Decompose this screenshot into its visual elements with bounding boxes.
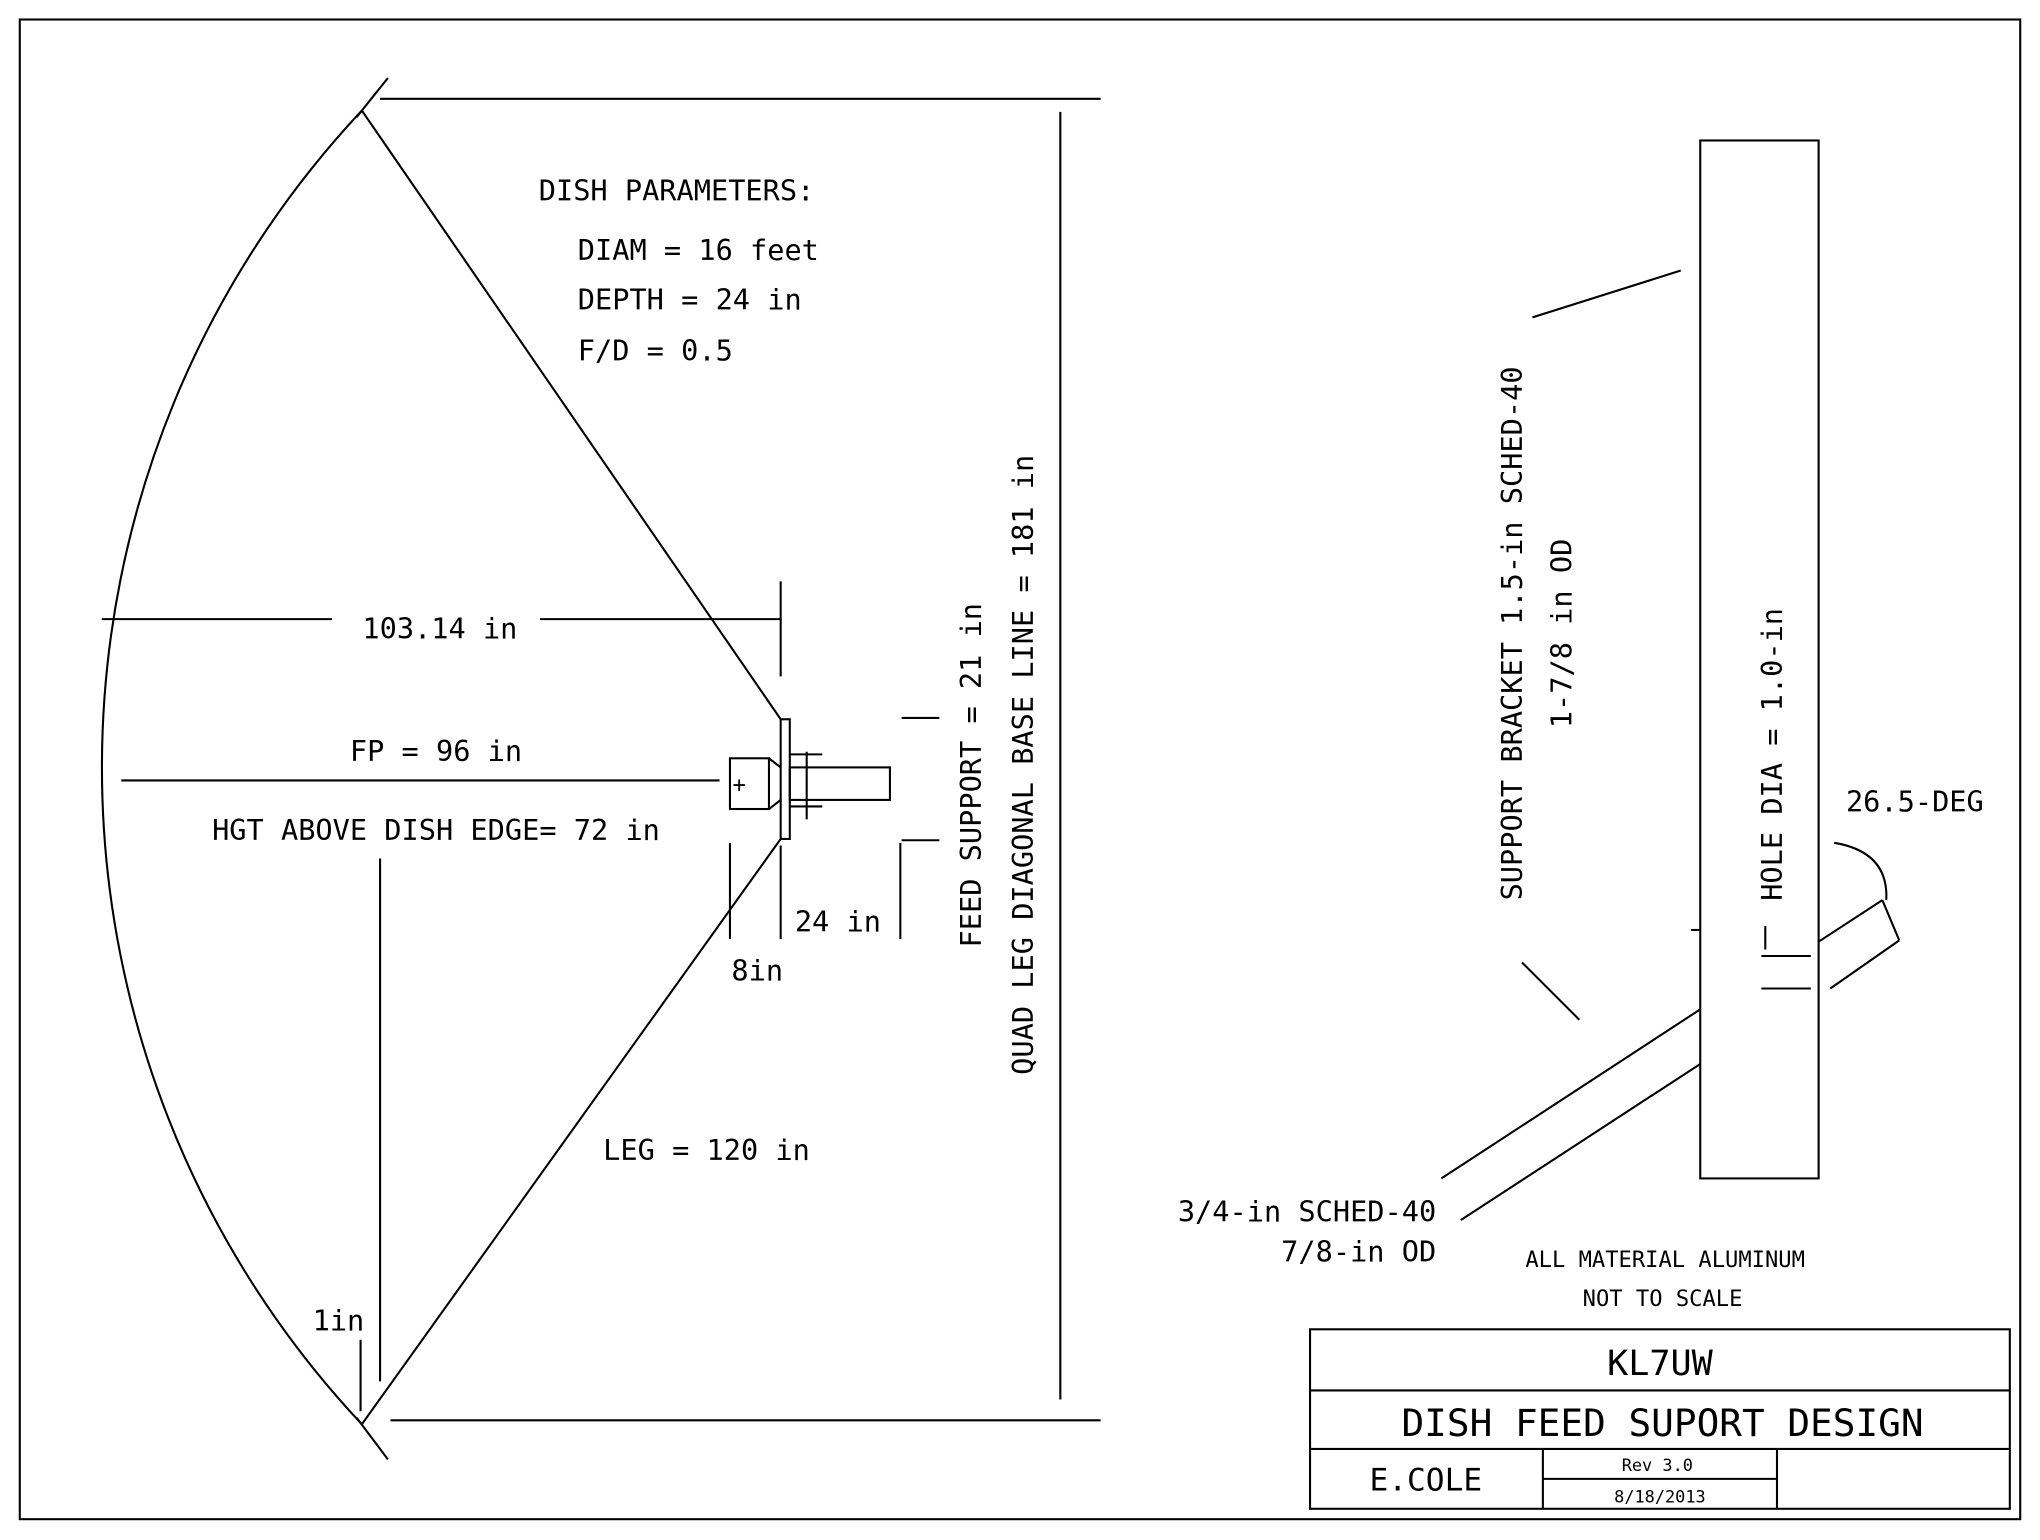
dim-one-in: 1in (313, 1304, 365, 1338)
sheet-border (18, 18, 2022, 1521)
label-pipe-od: 7/8-in OD (1281, 1235, 1436, 1269)
note-material: ALL MATERIAL ALUMINUM (1525, 1247, 1805, 1273)
pipe-edge-upper (1440, 1008, 1701, 1180)
rim-tick-bottom (355, 1417, 389, 1460)
parameter-fd: F/D = 0.5 (578, 333, 733, 367)
label-angle: 26.5-DEG (1846, 785, 1984, 819)
dim-quad-leg: QUAD LEG DIAGONAL BASE LINE = 181 in (1006, 455, 1040, 1075)
dim-eight-in: 8in (731, 954, 783, 988)
label-pipe-sched: 3/4-in SCHED-40 (1178, 1194, 1436, 1228)
parameters-heading: DISH PARAMETERS: (539, 173, 815, 207)
feed-assembly: + (728, 718, 891, 840)
parameter-diam: DIAM = 16 feet (578, 233, 819, 267)
dim-feed-support: FEED SUPPORT = 21 in (954, 603, 988, 948)
label-support-od: 1-7/8 in OD (1544, 539, 1578, 728)
dim-leg: LEG = 120 in (603, 1133, 810, 1167)
feed-plate (779, 718, 791, 840)
dish-arc (100, 109, 363, 1425)
pipe-edge-lower (1460, 1063, 1701, 1221)
feed-horn (728, 757, 771, 811)
dim-rim-to-plate: 103.14 in (362, 612, 517, 646)
title-date: 8/18/2013 (1614, 1486, 1706, 1506)
label-hole-dia: HOLE DIA = 1.0-in (1755, 608, 1789, 901)
feed-rod (788, 766, 891, 801)
leg-bottom (361, 838, 782, 1425)
dim-focal-point: FP = 96 in (350, 734, 522, 768)
support-bracket (1440, 139, 1901, 1221)
dimension-lines (101, 581, 940, 1412)
dim-twenty-four-in: 24 in (795, 904, 881, 938)
leg-top (361, 109, 782, 720)
bracket-body (1699, 139, 1820, 1180)
title-block (1309, 1328, 2011, 1510)
title-author: E.COLE (1369, 1463, 1482, 1499)
dish-profile (100, 77, 1101, 1460)
title-revision: Rev 3.0 (1622, 1455, 1693, 1475)
label-support-bracket: SUPPORT BRACKET 1.5-in SCHED-40 (1495, 366, 1529, 900)
parameter-depth: DEPTH = 24 in (578, 283, 802, 317)
dim-height-above-edge: HGT ABOVE DISH EDGE= 72 in (212, 813, 660, 847)
title-callsign: KL7UW (1607, 1343, 1714, 1384)
note-scale: NOT TO SCALE (1583, 1286, 1743, 1312)
title-drawing-name: DISH FEED SUPORT DESIGN (1401, 1401, 1923, 1445)
focal-point-marker: + (733, 772, 746, 798)
angle-arc (1834, 841, 1888, 901)
